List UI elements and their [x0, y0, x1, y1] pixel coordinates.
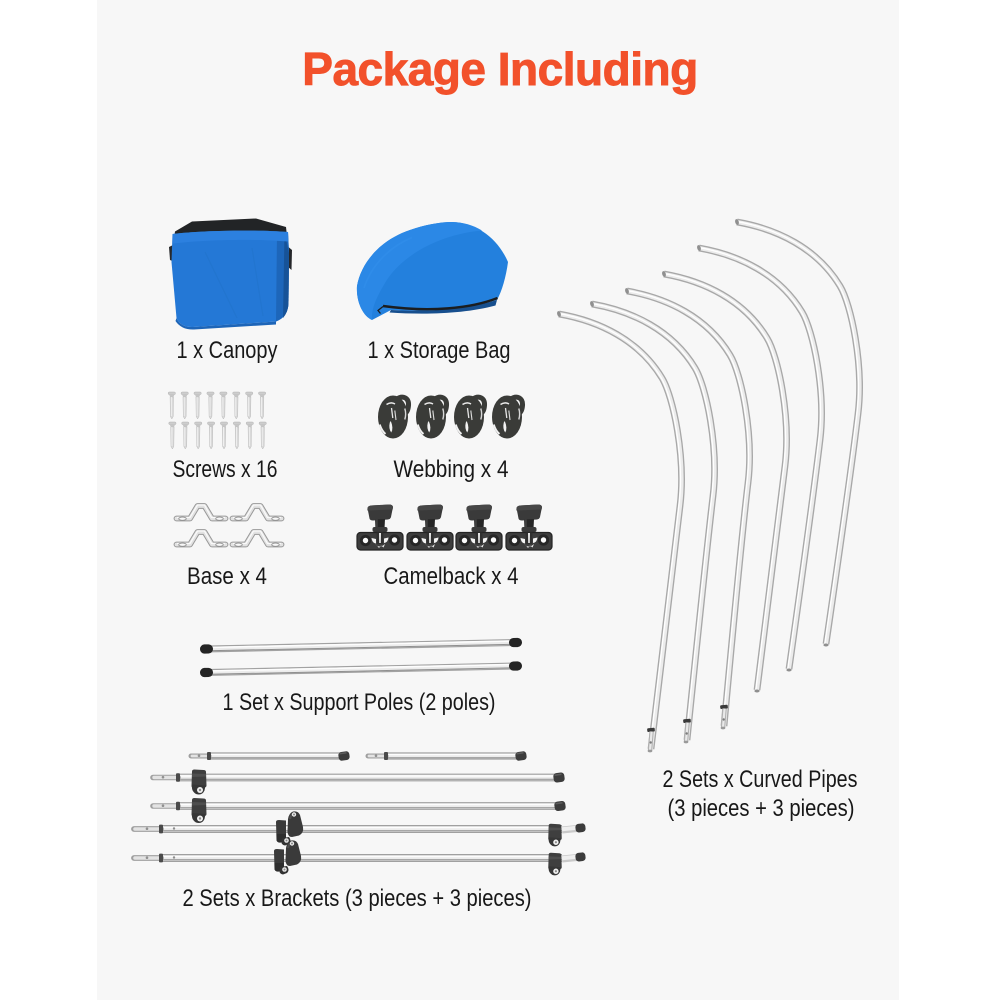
svg-text:Screws x 16: Screws x 16 — [173, 456, 278, 483]
svg-text:1 x Storage Bag: 1 x Storage Bag — [368, 337, 511, 364]
svg-text:Camelback x 4: Camelback x 4 — [384, 563, 519, 590]
svg-text:1 Set x Support Poles (2 poles: 1 Set x Support Poles (2 poles) — [223, 689, 496, 716]
svg-text:2 Sets x Brackets (3 pieces +: 2 Sets x Brackets (3 pieces + 3 pieces) — [183, 885, 532, 912]
svg-text:Base x 4: Base x 4 — [187, 563, 267, 590]
svg-text:Webbing x 4: Webbing x 4 — [394, 456, 509, 483]
svg-text:1 x Canopy: 1 x Canopy — [177, 337, 279, 364]
svg-text:Package Including: Package Including — [302, 43, 697, 95]
svg-text:2 Sets x Curved Pipes: 2 Sets x Curved Pipes — [663, 766, 858, 793]
svg-text:(3 pieces + 3 pieces): (3 pieces + 3 pieces) — [668, 795, 855, 822]
